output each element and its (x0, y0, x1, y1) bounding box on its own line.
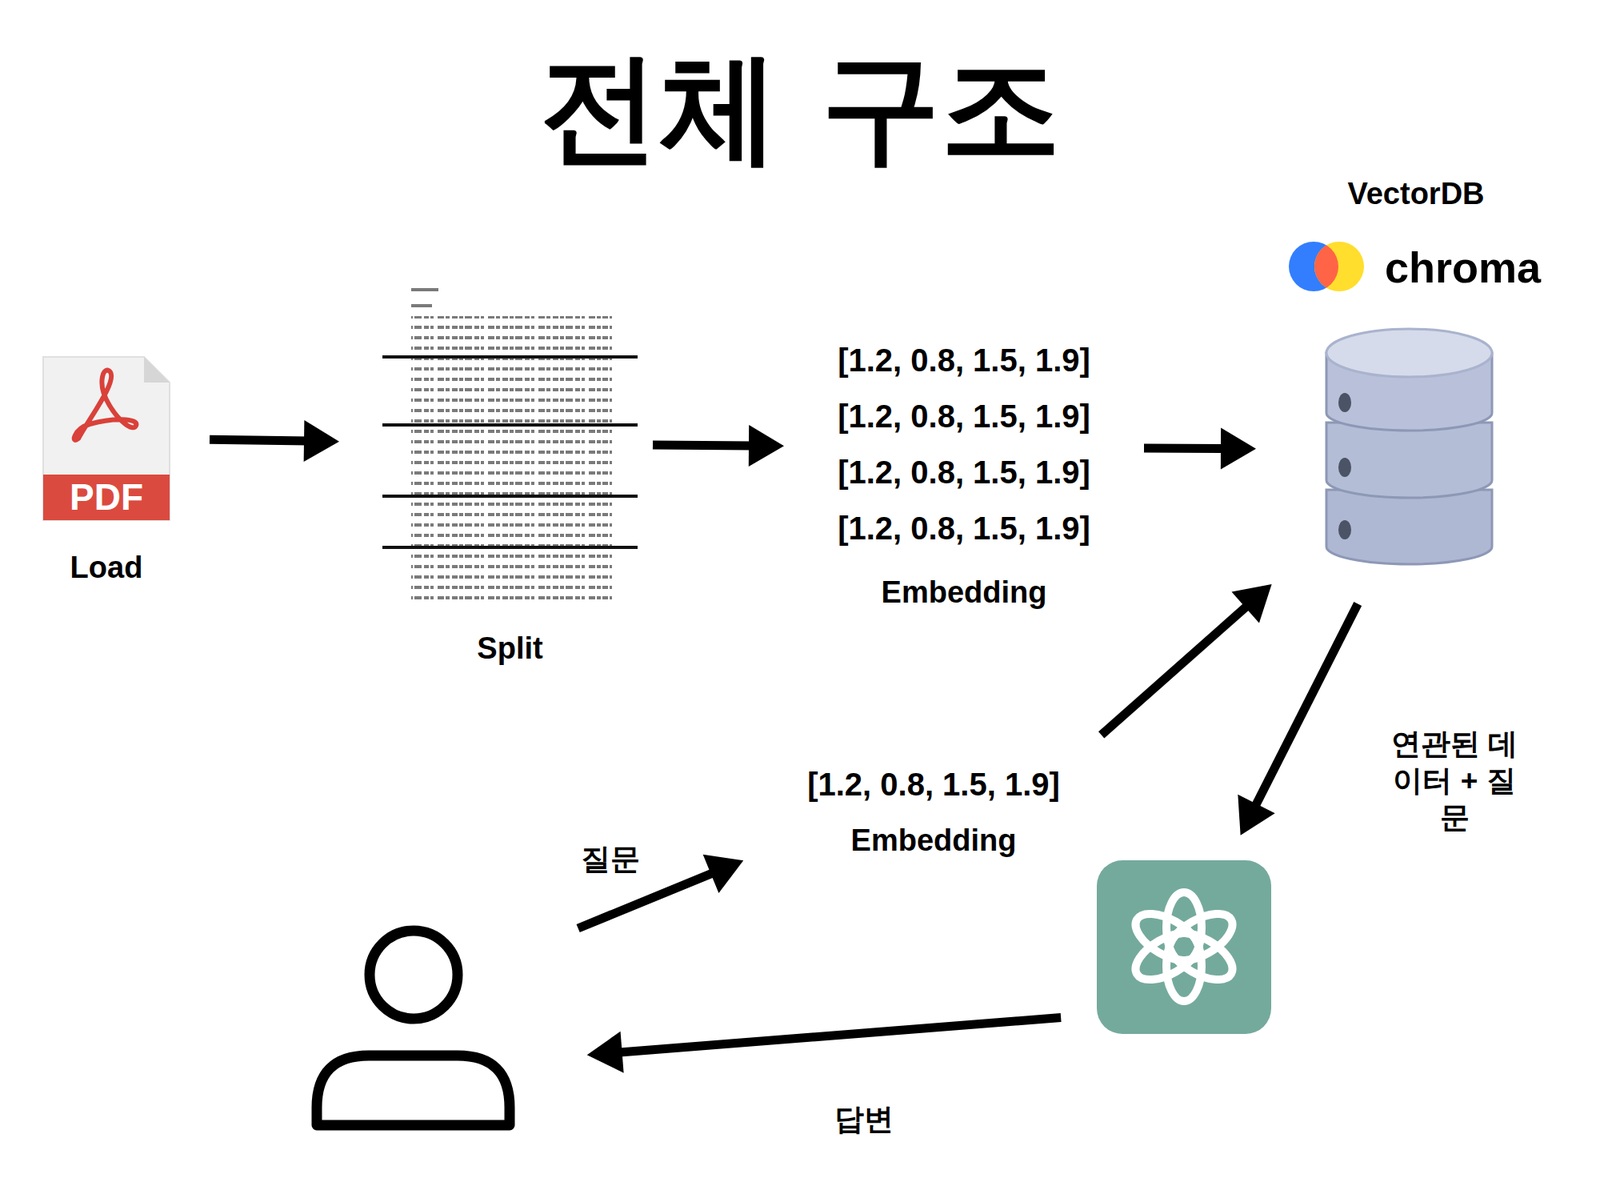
doc-author-row (411, 304, 432, 308)
db-dot (1338, 457, 1352, 477)
db-dot (1338, 520, 1352, 540)
query-embedding-node: [1.2, 0.8, 1.5, 1.9]Embedding (765, 756, 1102, 872)
arrow-shaft (578, 872, 716, 928)
split-document (382, 289, 638, 602)
embedding-node: [1.2, 0.8, 1.5, 1.9][1.2, 0.8, 1.5, 1.9]… (796, 332, 1132, 620)
arrow-head (703, 854, 744, 893)
pdf-icon (43, 356, 170, 520)
arrow-shaft (652, 440, 754, 451)
arrow-head (304, 420, 340, 462)
db-top (1326, 328, 1492, 377)
doc-text-rows (411, 316, 612, 602)
database-cylinder (1326, 328, 1492, 564)
vector-value: [1.2, 0.8, 1.5, 1.9] (796, 444, 1132, 500)
edge-label: 답변 (829, 1100, 899, 1138)
arrow-shaft (1144, 444, 1226, 453)
step-label: Load (43, 547, 170, 588)
user-node (311, 923, 516, 1131)
user-icon (316, 930, 510, 1125)
diagram-title: 전체 구조 (0, 39, 1600, 176)
arrow-connector (652, 424, 784, 467)
file-type-label: PDF (43, 474, 170, 520)
gpt-tile (1096, 860, 1272, 1034)
vector-db-node: VectorDB chroma (1280, 172, 1552, 568)
user-body (316, 1055, 510, 1125)
arrow-head (1237, 794, 1275, 836)
db-brand: chroma (1384, 241, 1552, 293)
db-layer (1326, 489, 1492, 564)
arrow-connector (587, 1017, 1061, 1073)
doc-title-row (411, 288, 439, 292)
gpt-logo (1096, 860, 1272, 1034)
arrow-head (748, 424, 784, 467)
pdf-band (43, 474, 170, 520)
arrow-connector (1237, 604, 1358, 836)
vector-value: [1.2, 0.8, 1.5, 1.9] (796, 500, 1132, 556)
logo-overlap (1314, 241, 1364, 292)
user-head (369, 930, 458, 1019)
vector-value: [1.2, 0.8, 1.5, 1.9] (796, 388, 1132, 444)
knot-loop (1128, 904, 1207, 970)
arrow-shaft (1101, 604, 1250, 735)
step-label: Split (379, 628, 641, 668)
step-label: Embedding (765, 812, 1102, 868)
arrow-connector (209, 420, 340, 462)
edge-label: 질문 (576, 840, 645, 878)
split-document-node: Split (379, 280, 641, 669)
arrow-shaft (209, 439, 309, 441)
arrow-head (1231, 584, 1272, 624)
logo-yellow (1314, 241, 1364, 292)
arrow-head (587, 1031, 624, 1073)
arrow-connector (1101, 584, 1272, 736)
split-line (382, 545, 638, 549)
arrow-shaft (617, 1017, 1062, 1053)
pdf-fold (144, 356, 170, 383)
chroma-logo (1288, 241, 1364, 292)
db-heading: VectorDB (1280, 172, 1552, 216)
split-line (382, 423, 638, 427)
split-line (382, 494, 638, 498)
edge-label: 연관된 데이터 + 질문 (1381, 725, 1528, 836)
step-label: Embedding (796, 564, 1132, 620)
pdf-file-node: PDF Load (43, 356, 170, 589)
llm-node (1096, 860, 1272, 1034)
pdf-page (43, 356, 170, 520)
arrow-head (1220, 427, 1256, 469)
acrobat-symbol (74, 370, 137, 440)
arrow-connector (1144, 427, 1256, 469)
vector-value: [1.2, 0.8, 1.5, 1.9] (765, 756, 1102, 812)
split-line (382, 355, 638, 359)
db-layer (1326, 422, 1492, 498)
arrow-shaft (1254, 604, 1358, 808)
db-dot (1338, 392, 1352, 412)
vector-value: [1.2, 0.8, 1.5, 1.9] (796, 332, 1132, 388)
gpt-knot (1128, 892, 1240, 1001)
